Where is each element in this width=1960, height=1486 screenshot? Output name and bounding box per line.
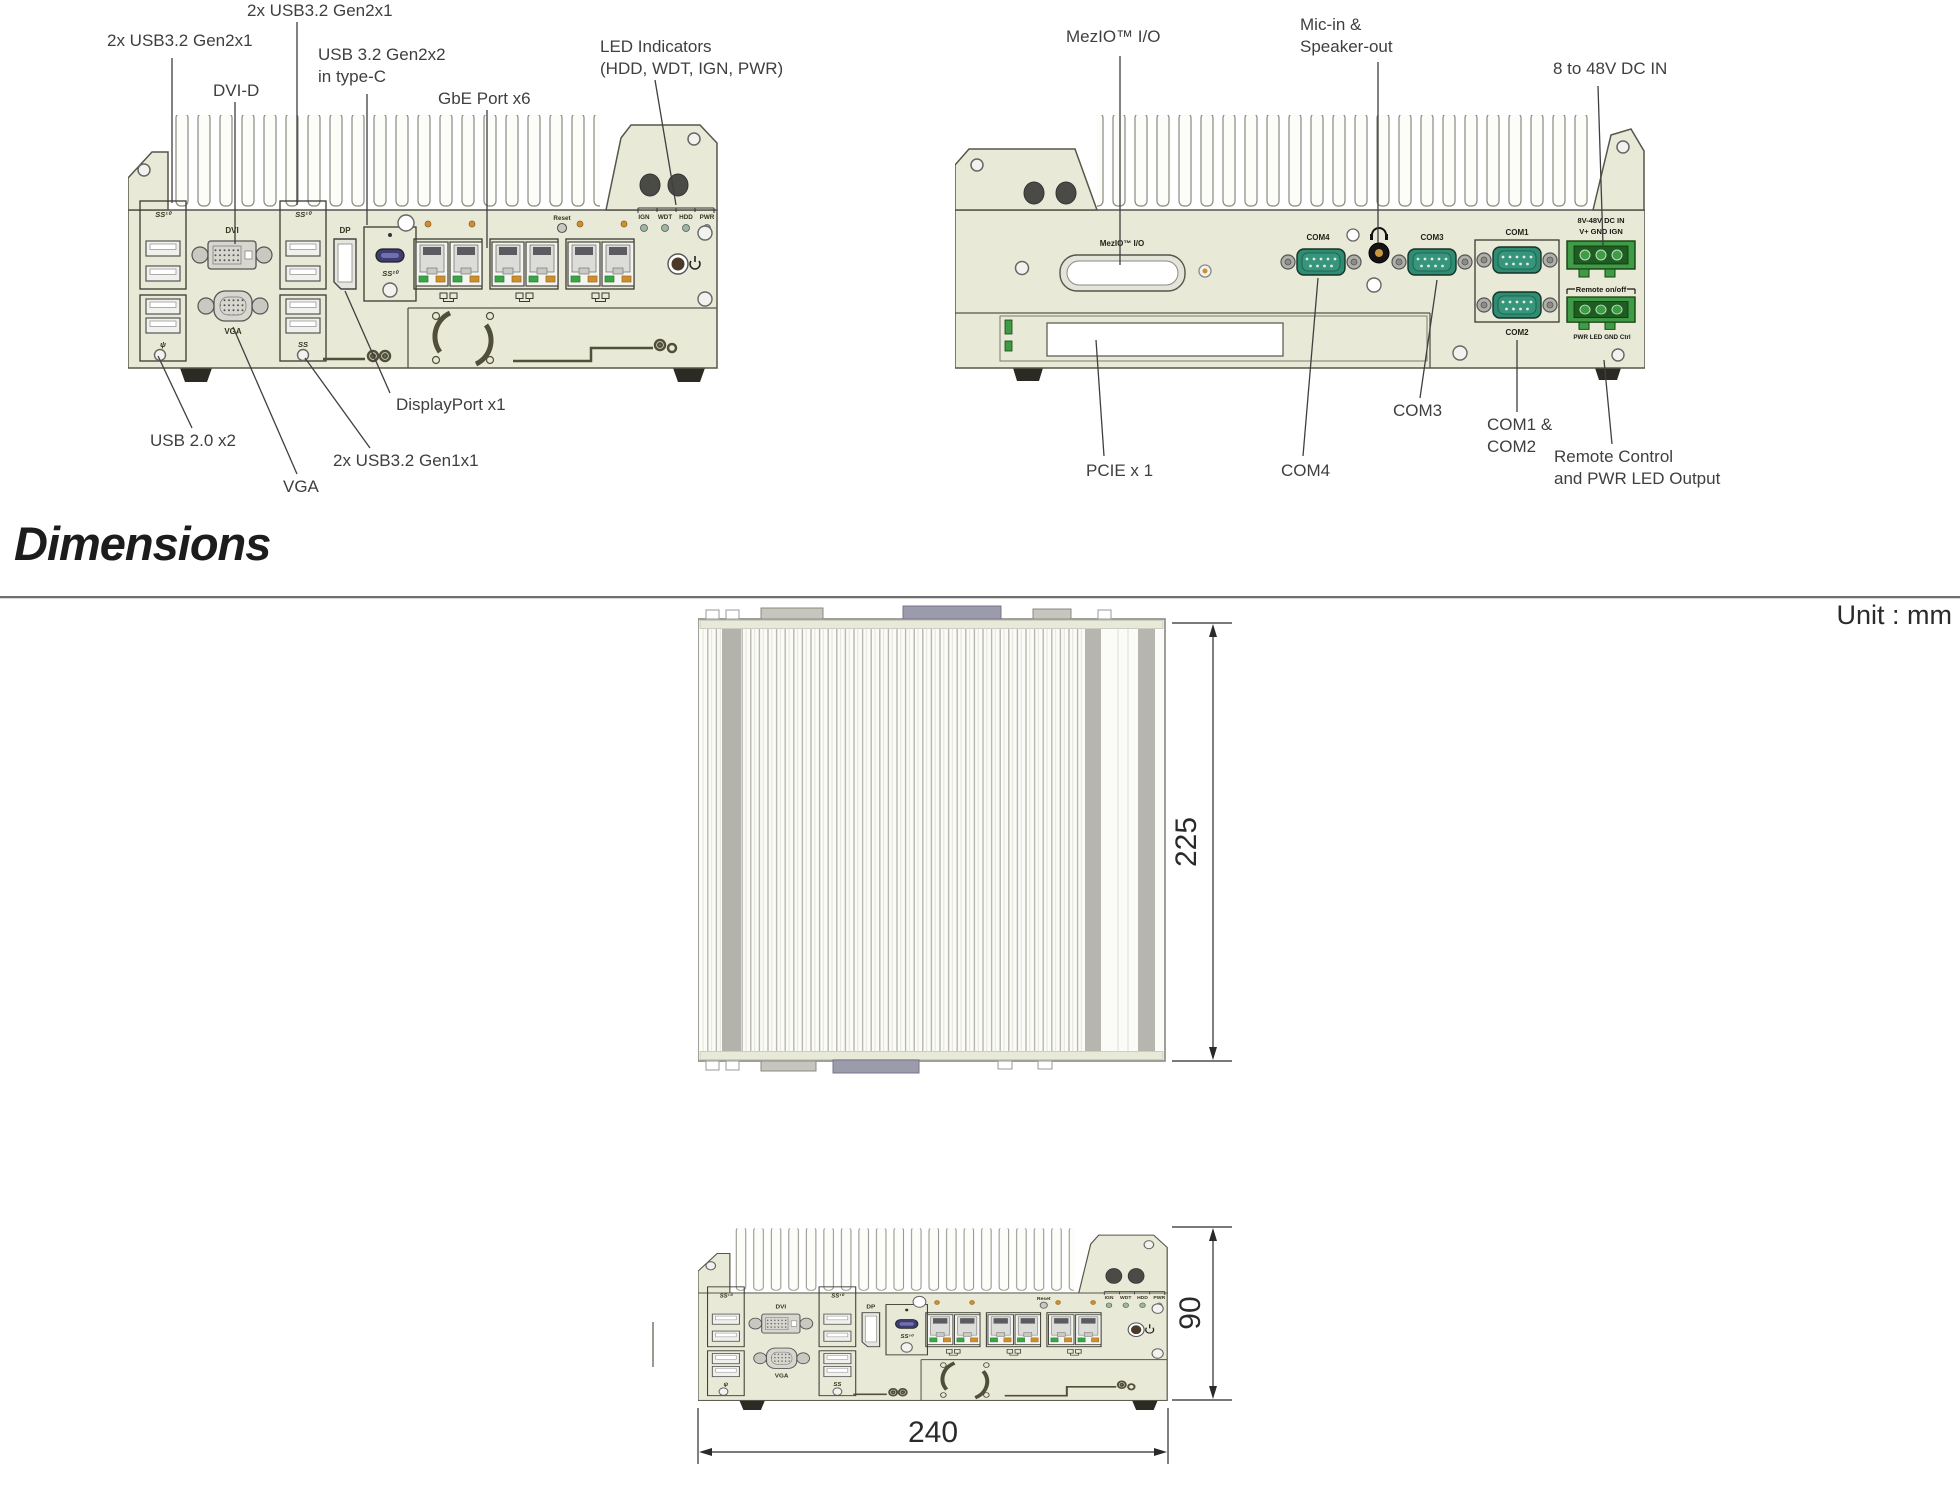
top-edge-connectors (705, 605, 1112, 620)
heatsink-fins-top (700, 629, 1083, 1051)
callout-line: USB 3.2 Gen2x2 (318, 45, 446, 64)
callout-com4: COM4 (1281, 461, 1331, 480)
section-divider (0, 596, 1960, 599)
bottom-edge-connectors (705, 1059, 1053, 1074)
callout-mezio: MezIO™ I/O (1066, 27, 1161, 46)
callout-line: LED Indicators (600, 37, 712, 56)
callout-remote-control: Remote Control and PWR LED Output (1554, 446, 1720, 490)
section-title: Dimensions (14, 517, 271, 570)
front-view-drawing (698, 1227, 1168, 1412)
callout-line: COM2 (1487, 437, 1537, 456)
front-panel-illustration (128, 113, 718, 385)
callout-line: (HDD, WDT, IGN, PWR) (600, 59, 784, 78)
callout-pcie: PCIE x 1 (1086, 461, 1154, 480)
callout-com1-com2: COM1 & COM2 (1487, 414, 1552, 458)
callout-mic-speaker: Mic-in & Speaker-out (1300, 14, 1393, 58)
callout-line: in type-C (318, 67, 387, 86)
callout-usb32-gen1x1: 2x USB3.2 Gen1x1 (333, 451, 479, 470)
rear-panel-illustration (955, 113, 1645, 385)
callout-usb32-gen2x1-top: 2x USB3.2 Gen2x1 (247, 1, 393, 20)
callout-usb20: USB 2.0 x2 (150, 431, 236, 450)
callout-line: and PWR LED Output (1554, 469, 1721, 488)
unit-label: Unit : mm (1836, 600, 1952, 630)
callout-line: COM1 & (1487, 415, 1553, 434)
top-view-drawing (698, 605, 1166, 1074)
dimension-width-label: 240 (908, 1416, 958, 1449)
dimension-height-label: 90 (1174, 1296, 1207, 1329)
dimension-240: 240 (697, 1408, 1169, 1464)
callout-led-indicators: LED Indicators (HDD, WDT, IGN, PWR) (600, 36, 783, 80)
callout-dc-in: 8 to 48V DC IN (1553, 59, 1668, 78)
callout-displayport: DisplayPort x1 (396, 395, 506, 414)
callout-line: Speaker-out (1300, 37, 1393, 56)
callout-com3: COM3 (1393, 401, 1443, 420)
callout-dvi-d: DVI-D (213, 81, 260, 100)
dimension-90: 90 (1172, 1226, 1232, 1401)
callout-usb32-gen2x1-left: 2x USB3.2 Gen2x1 (107, 31, 253, 50)
callout-usb32-gen2x2: USB 3.2 Gen2x2 in type-C (318, 44, 446, 88)
callout-gbe-port: GbE Port x6 (438, 89, 531, 108)
callout-line: Remote Control (1554, 447, 1674, 466)
callout-line: Mic-in & (1300, 15, 1362, 34)
callout-vga: VGA (283, 477, 319, 496)
